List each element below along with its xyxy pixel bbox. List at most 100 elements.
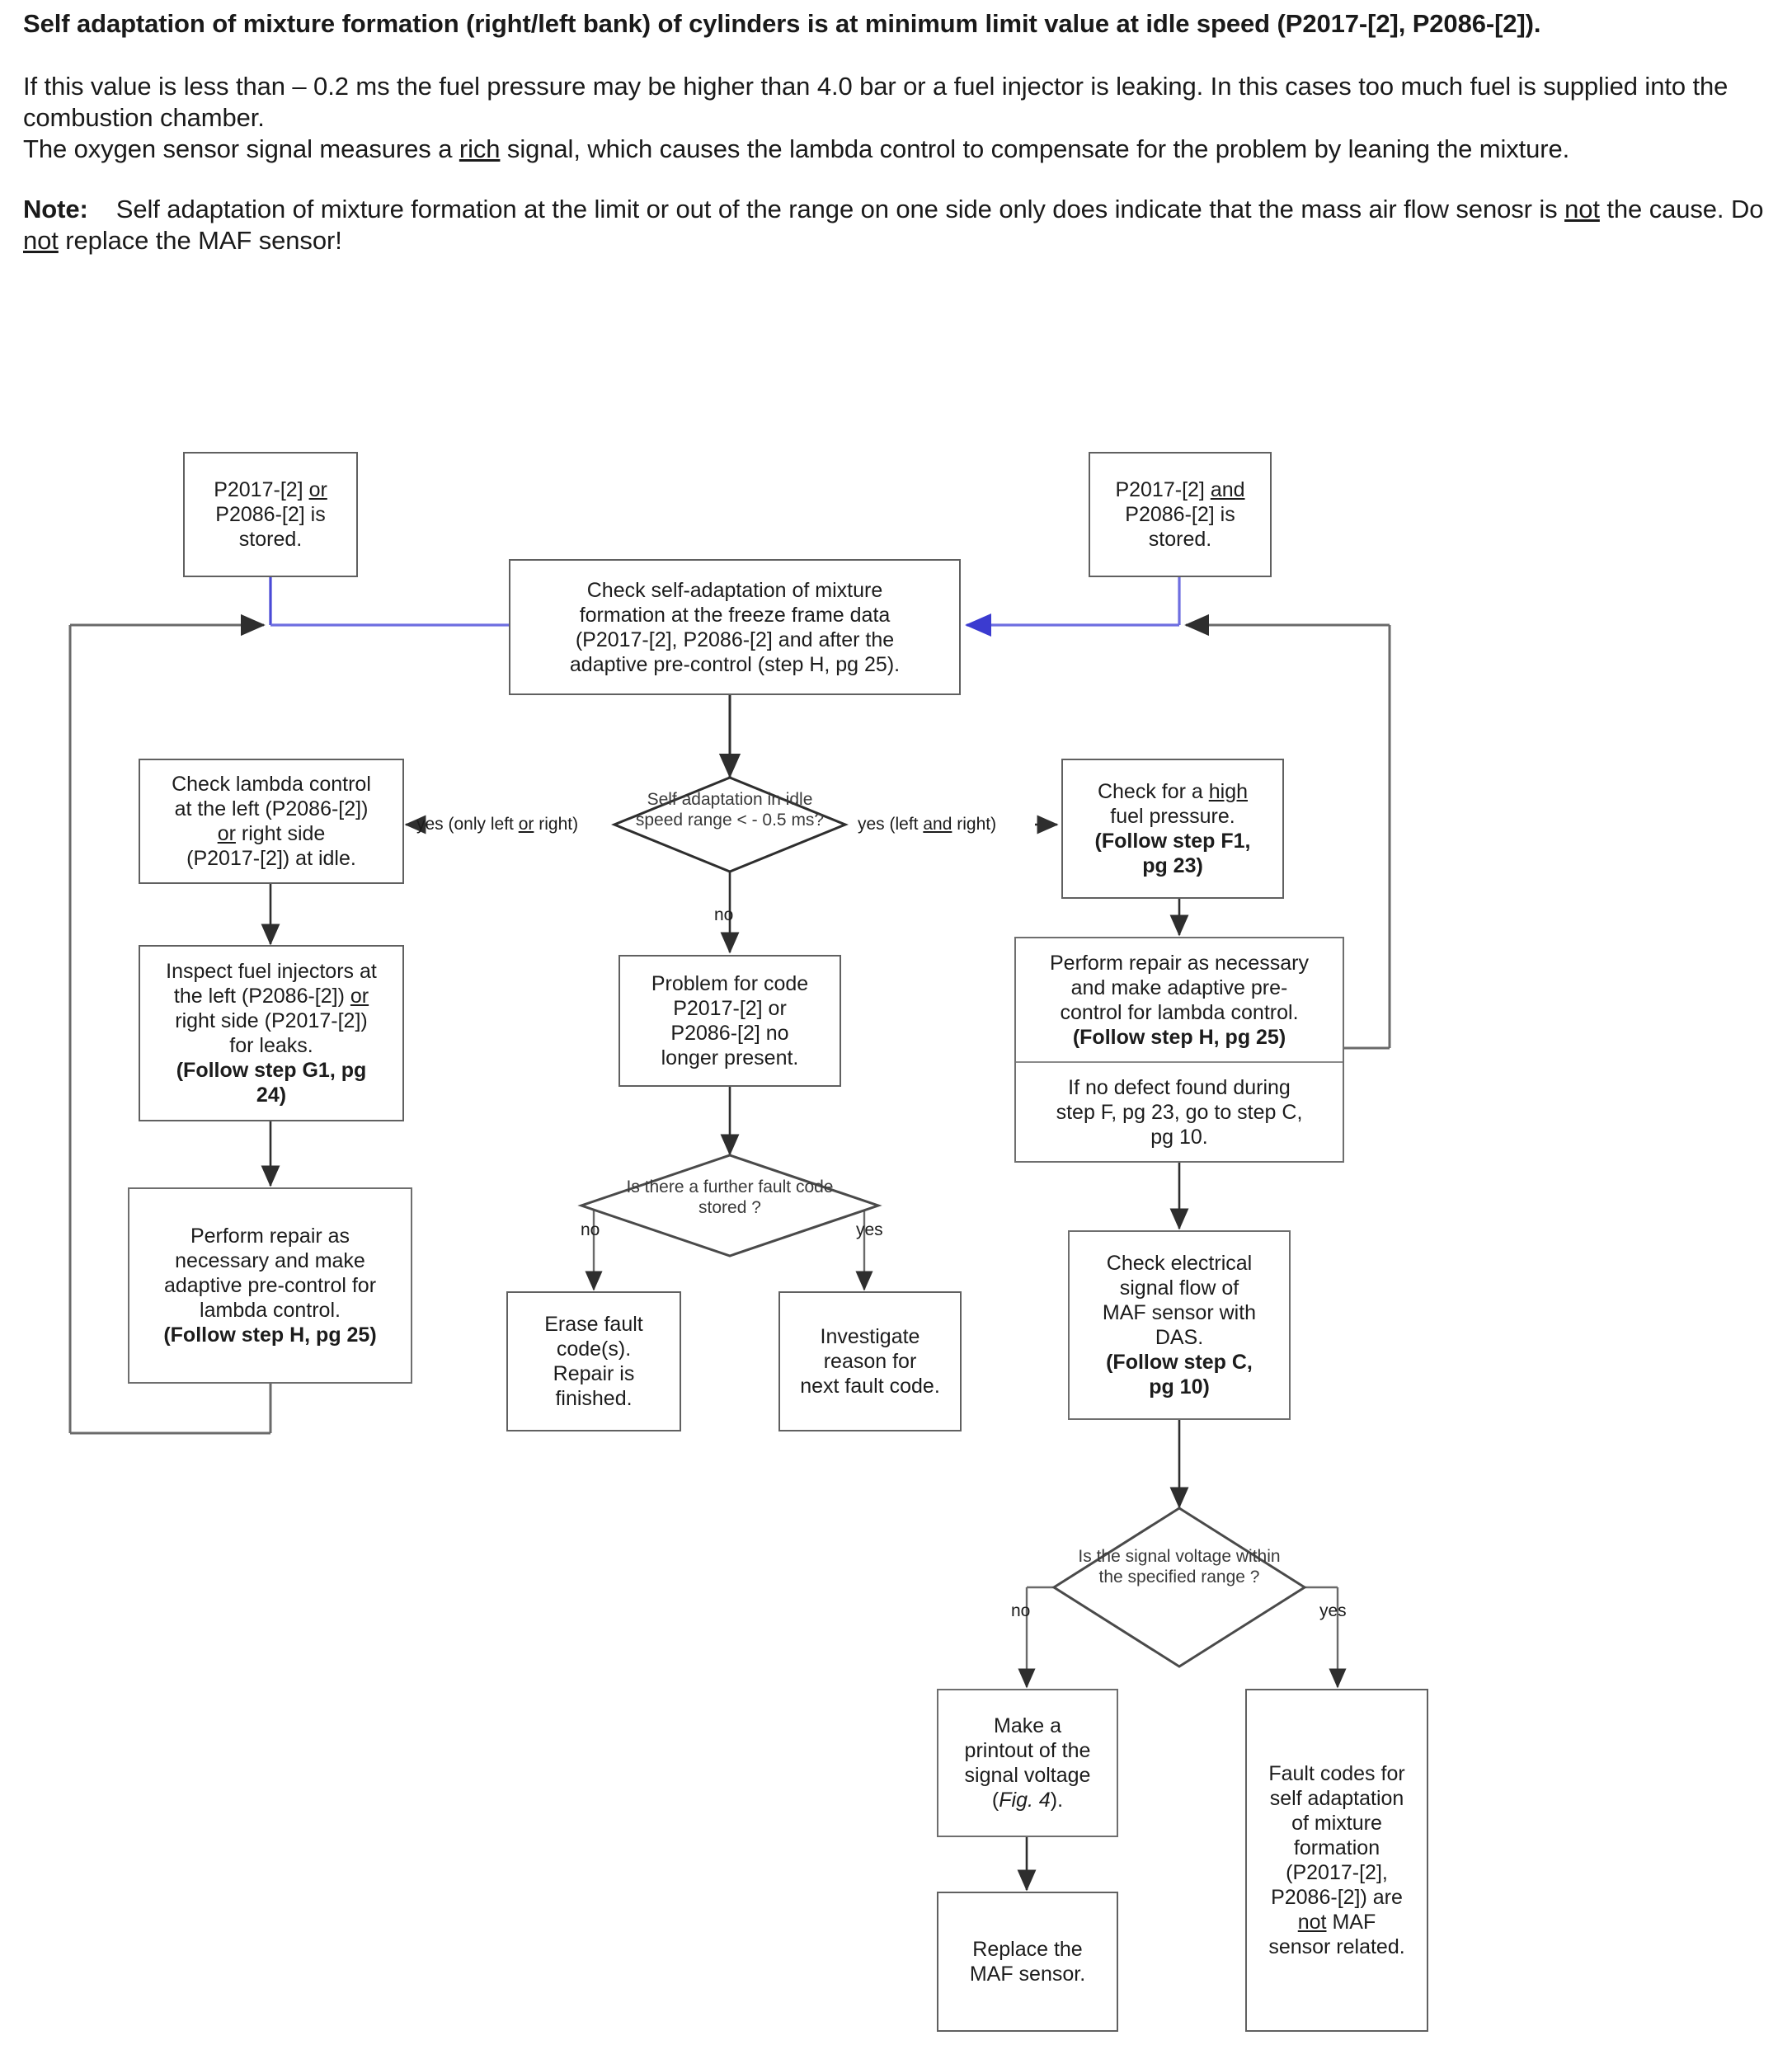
- check-elec-line-2: signal flow of: [1119, 1276, 1239, 1300]
- note-text-2a: mass air flow senosr is: [1300, 194, 1565, 223]
- erase-line-3: Repair is: [553, 1362, 635, 1385]
- start-right-and: and: [1210, 478, 1245, 501]
- node-problem-for-code[interactable]: Problem for code P2017-[2] or P2086-[2] …: [618, 955, 841, 1087]
- repair-left-line-4: lambda control.: [200, 1299, 341, 1322]
- no-defect-line-1: If no defect found during: [1068, 1075, 1291, 1099]
- node-check-self-adaptation[interactable]: Check self-adaptation of mixture formati…: [509, 559, 961, 695]
- erase-line-2: code(s).: [556, 1337, 632, 1361]
- check-lambda-line-1: Check lambda control: [172, 773, 371, 796]
- repair-right-bottom-cell: If no defect found during step F, pg 23,…: [1016, 1063, 1343, 1161]
- repair-right-line-1: Perform repair as necessary: [1049, 951, 1309, 975]
- para2-rich-underline: rich: [459, 134, 501, 164]
- no-defect-line-2: step F, pg 23, go to step C,: [1056, 1100, 1303, 1124]
- inspect-line-5: (Follow step G1, pg: [176, 1059, 367, 1082]
- check-elec-line-5: (Follow step C,: [1106, 1351, 1253, 1374]
- edge-label-yes-voltage: yes: [1319, 1601, 1347, 1620]
- further-fault-line-1: Is there a further: [626, 1178, 754, 1196]
- note-text-1: Self adaptation of mixture formation at …: [115, 194, 1294, 223]
- check-lambda-l3-post: right side: [235, 822, 326, 845]
- note-line-1: Note: Self adaptation of mixture formati…: [23, 195, 1294, 223]
- node-perform-repair-left[interactable]: Perform repair as necessary and make ada…: [128, 1187, 412, 1384]
- edge-label-yes-further: yes: [856, 1220, 883, 1239]
- node-start-left[interactable]: P2017-[2] or P2086-[2] is stored.: [183, 452, 358, 577]
- decision-idle-speed-label: Self adaptation in idle speed range < - …: [627, 790, 833, 831]
- check-elec-line-1: Check electrical: [1106, 1252, 1253, 1275]
- edge-yes-right-and: and: [923, 815, 952, 834]
- not-maf-line-2: self adaptation: [1269, 1787, 1404, 1810]
- node-replace-maf-sensor[interactable]: Replace the MAF sensor.: [937, 1892, 1118, 2032]
- decision-idle-line-2: in idle speed range: [635, 790, 813, 830]
- node-check-electrical-signal[interactable]: Check electrical signal flow of MAF sens…: [1068, 1230, 1291, 1420]
- start-right-line-1: P2017-[2] and: [1095, 477, 1265, 502]
- note-not-underline-1: not: [1564, 194, 1600, 223]
- node-start-right[interactable]: P2017-[2] and P2086-[2] is stored.: [1089, 452, 1272, 577]
- node-fault-codes-not-maf[interactable]: Fault codes for self adaptation of mixtu…: [1245, 1689, 1428, 2032]
- not-maf-l7-post: MAF: [1326, 1911, 1376, 1934]
- check-elec-line-3: MAF sensor with: [1102, 1301, 1257, 1324]
- high-pressure-high: high: [1208, 780, 1249, 803]
- erase-line-1: Erase fault: [544, 1313, 643, 1336]
- problem-line-2: P2017-[2] or: [673, 997, 787, 1020]
- edge-yes-right-pre: yes (left: [858, 815, 924, 834]
- voltage-line-2: voltage within the: [1098, 1547, 1281, 1587]
- investigate-line-2: reason for: [823, 1350, 917, 1373]
- repair-left-line-5: (Follow step H, pg 25): [163, 1323, 377, 1347]
- start-left-line-1: P2017-[2] or: [190, 477, 351, 502]
- node-investigate-reason[interactable]: Investigate reason for next fault code.: [778, 1291, 962, 1431]
- repair-right-line-3: control for lambda control.: [1060, 1000, 1299, 1024]
- printout-paren-close: ).: [1050, 1789, 1064, 1812]
- note-line-2: mass air flow senosr is not the cause. D…: [23, 195, 1763, 255]
- node-check-lambda-control[interactable]: Check lambda control at the left (P2086-…: [139, 759, 404, 884]
- node-erase-fault-codes[interactable]: Erase fault code(s). Repair is finished.: [506, 1291, 681, 1431]
- edge-yes-left-post: right): [534, 815, 579, 834]
- not-maf-line-1: Fault codes for: [1268, 1762, 1405, 1785]
- repair-right-line-4: (Follow step H, pg 25): [1072, 1025, 1286, 1049]
- repair-left-line-1: Perform repair as: [190, 1225, 350, 1248]
- replace-line-1: Replace the: [972, 1938, 1083, 1961]
- document-header: Self adaptation of mixture formation (ri…: [23, 8, 1771, 256]
- start-right-code: P2017-[2]: [1115, 478, 1211, 501]
- check-sa-line-3: (P2017-[2], P2086-[2] and after the: [575, 628, 895, 651]
- decision-signal-voltage-label: Is the signal voltage within the specifi…: [1076, 1547, 1282, 1588]
- decision-idle-line-3: < - 0.5 ms?: [736, 810, 825, 830]
- check-lambda-line-4: (P2017-[2]) at idle.: [186, 847, 356, 870]
- para2-line-1: The oxygen sensor signal measures a rich…: [23, 134, 1307, 163]
- check-lambda-line-3: or right side: [145, 821, 397, 846]
- check-sa-line-2: formation at the freeze frame data: [579, 603, 891, 627]
- inspect-or: or: [350, 985, 369, 1008]
- printout-line-4: (Fig. 4).: [943, 1788, 1112, 1812]
- check-lambda-or: or: [217, 822, 236, 845]
- not-maf-line-3: of mixture: [1291, 1812, 1382, 1835]
- inspect-line-4: for leaks.: [229, 1034, 313, 1057]
- inspect-line-2: the left (P2086-[2]) or: [145, 984, 397, 1008]
- edge-label-no-center: no: [714, 905, 734, 924]
- inspect-line-6: 24): [256, 1084, 287, 1107]
- problem-line-1: Problem for code: [651, 972, 809, 995]
- printout-line-1: Make a: [994, 1714, 1061, 1737]
- start-right-line-3: stored.: [1148, 528, 1212, 551]
- node-check-high-fuel-pressure[interactable]: Check for a high fuel pressure. (Follow …: [1061, 759, 1284, 899]
- not-maf-line-4: formation: [1293, 1836, 1380, 1859]
- node-perform-repair-right[interactable]: Perform repair as necessary and make ada…: [1014, 937, 1344, 1163]
- decision-further-fault-label: Is there a further fault code stored ?: [620, 1178, 840, 1219]
- paragraph-1: If this value is less than – 0.2 ms the …: [23, 71, 1771, 134]
- not-maf-not-underline: not: [1297, 1911, 1327, 1934]
- voltage-line-1: Is the signal: [1078, 1547, 1171, 1566]
- printout-line-2: printout of the: [964, 1739, 1091, 1762]
- note-text-2c: replace the MAF sensor!: [58, 225, 342, 255]
- high-pressure-pre: Check for a: [1097, 780, 1209, 803]
- node-make-printout[interactable]: Make a printout of the signal voltage (F…: [937, 1689, 1118, 1837]
- edge-yes-left-or: or: [518, 815, 534, 834]
- note-not-underline-2: not: [23, 225, 59, 255]
- edge-label-yes-left: yes (only left or right): [416, 815, 578, 834]
- start-left-code: P2017-[2]: [214, 478, 309, 501]
- edge-label-no-voltage: no: [1011, 1601, 1031, 1620]
- problem-line-3: P2086-[2] no: [670, 1022, 789, 1045]
- printout-paren-open: (: [991, 1789, 999, 1812]
- repair-left-line-2: necessary and make: [175, 1249, 365, 1272]
- inspect-line-3: right side (P2017-[2]): [175, 1009, 368, 1032]
- node-inspect-fuel-injectors[interactable]: Inspect fuel injectors at the left (P208…: [139, 945, 404, 1121]
- erase-line-4: finished.: [555, 1387, 633, 1410]
- further-fault-line-2: fault code stored ?: [698, 1178, 834, 1217]
